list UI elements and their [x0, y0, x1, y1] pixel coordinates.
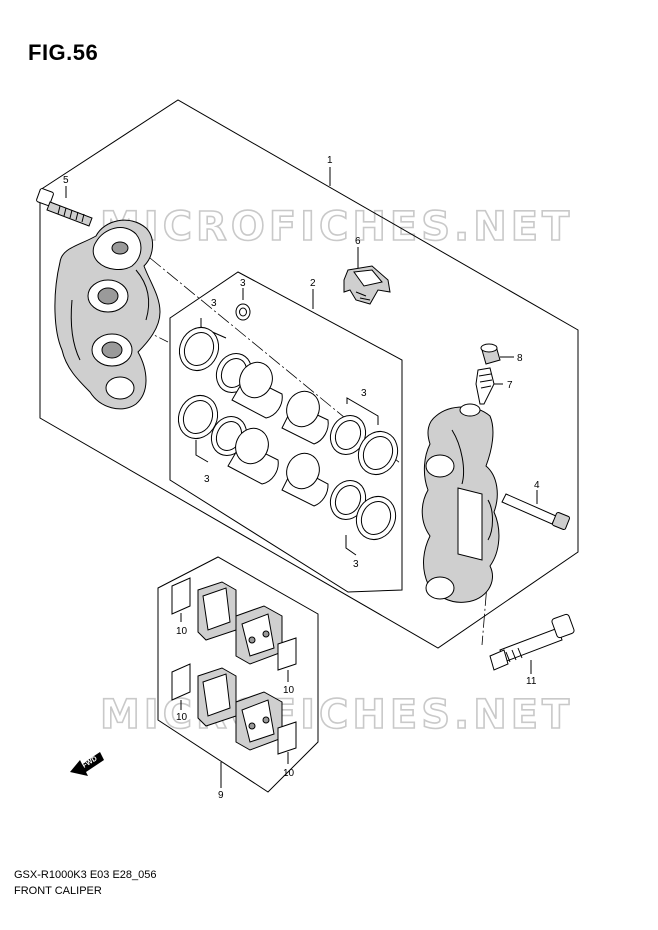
- figure-title: FIG.56: [28, 40, 99, 65]
- callout-3-c: 3: [204, 474, 210, 485]
- centerline-bolt-11: [481, 547, 491, 646]
- callout-3-a: 3: [211, 298, 217, 309]
- pad-set-frame: [157, 556, 319, 793]
- bleeder-part-7: [475, 367, 495, 405]
- piston-kit-parts: [177, 327, 399, 540]
- callout-11: 11: [526, 676, 537, 687]
- callout-6: 6: [355, 236, 361, 247]
- callout-3-e: 3: [353, 559, 359, 570]
- pin-part-4: [501, 493, 571, 531]
- figure-name: FRONT CALIPER: [14, 885, 102, 897]
- watermark-bottom: MICROFICHES.NET: [100, 692, 573, 738]
- callout-4: 4: [534, 480, 540, 491]
- forward-direction-arrow-icon: FWD: [70, 752, 104, 776]
- caliper-half-left: [54, 219, 161, 410]
- callout-3-d: 3: [361, 388, 367, 399]
- cap-part-8: [480, 343, 501, 365]
- bolt-part-11: [489, 613, 575, 671]
- callout-10-d: 10: [283, 768, 295, 779]
- caliper-assembly-frame: [39, 99, 579, 649]
- seal-bracket-top-right: [346, 397, 379, 425]
- bolt-part-5: [36, 188, 93, 227]
- callout-9: 9: [218, 790, 224, 801]
- callout-10-c: 10: [176, 712, 188, 723]
- callout-5: 5: [63, 175, 69, 186]
- callout-8: 8: [517, 353, 523, 364]
- pad-spring-part-6: [343, 265, 391, 305]
- callout-1: 1: [327, 155, 333, 166]
- seal-bracket-bottom-right: [345, 535, 357, 556]
- callout-10-b: 10: [283, 685, 295, 696]
- callout-2: 2: [310, 278, 316, 289]
- callout-3-b: 3: [240, 278, 246, 289]
- caliper-half-right: [421, 403, 500, 603]
- pad-shims-part-10: [171, 577, 297, 755]
- callout-7: 7: [507, 380, 513, 391]
- piston-kit-frame: [169, 271, 403, 593]
- callout-10-a: 10: [176, 626, 188, 637]
- seal-bracket-bottom-left: [195, 440, 209, 463]
- seal-part-3-small: [235, 303, 251, 321]
- brake-pads-part-9: [197, 581, 283, 751]
- model-code: GSX-R1000K3 E03 E28_056: [14, 869, 157, 881]
- watermark-top: MICROFICHES.NET: [100, 204, 573, 250]
